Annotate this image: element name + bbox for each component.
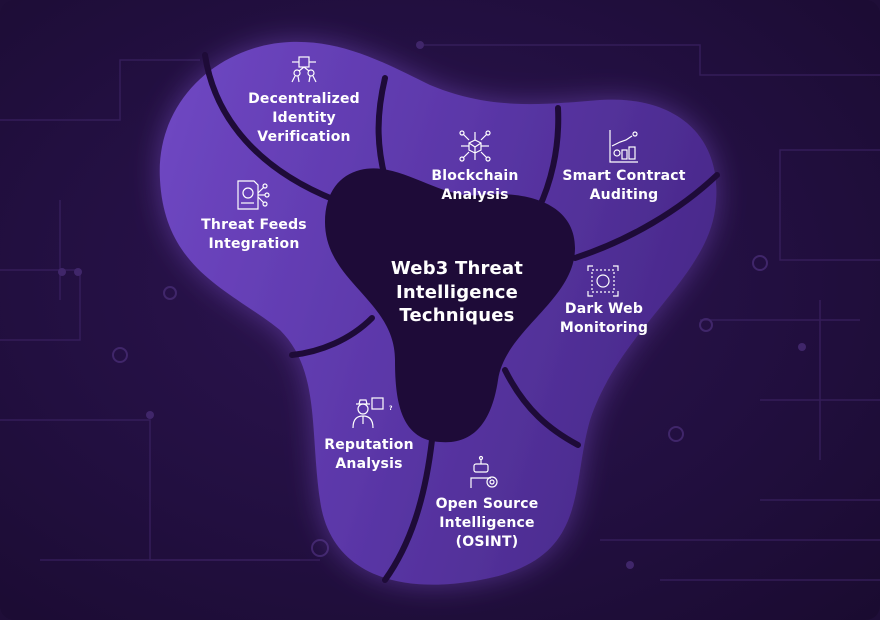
segment-label: Intelligence <box>439 515 535 531</box>
segment-label: Smart Contract <box>562 168 686 184</box>
segment-dark-web: Dark Web Monitoring <box>560 300 648 338</box>
question-mark-glyph: ? <box>389 405 393 412</box>
segment-label: Dark Web <box>564 301 644 317</box>
segment-label: Identity <box>272 110 336 126</box>
segment-label: Monitoring <box>559 320 649 336</box>
detective-question-icon <box>352 397 384 429</box>
segment-label: Blockchain <box>431 168 519 184</box>
segment-label: (OSINT) <box>455 534 519 550</box>
segment-reputation-analysis: Reputation Analysis <box>324 436 413 474</box>
segment-smart-contract-auditing: Smart Contract Auditing <box>562 167 685 205</box>
segment-blockchain-analysis: Blockchain Analysis <box>431 167 518 205</box>
network-chip-icon <box>291 56 317 83</box>
segment-label: Analysis <box>441 187 509 203</box>
document-network-icon <box>237 180 270 210</box>
center-hub-shape <box>325 168 575 443</box>
center-title-line: Techniques <box>399 305 515 326</box>
segment-threat-feeds: Threat Feeds Integration <box>201 216 307 254</box>
segment-decentralized-identity: Decentralized Identity Verification <box>248 90 360 147</box>
segment-label: Open Source <box>435 496 539 512</box>
center-title-line: Intelligence <box>395 281 519 303</box>
chart-coins-icon <box>609 130 638 163</box>
robot-gear-icon <box>470 455 498 488</box>
segment-label: Decentralized <box>248 91 360 107</box>
segment-dividers <box>202 52 720 583</box>
center-title: Web3 Threat Intelligence Techniques <box>391 257 523 328</box>
segment-label: Auditing <box>589 187 659 203</box>
segment-label: Threat Feeds <box>201 217 307 233</box>
blockchain-cube-network-icon <box>459 130 491 162</box>
center-title-line: Web3 Threat <box>390 258 524 279</box>
segment-label: Analysis <box>335 456 403 472</box>
segment-label: Verification <box>257 129 351 145</box>
segment-label: Integration <box>208 236 300 252</box>
segment-label: Reputation <box>324 437 414 453</box>
scan-cube-icon <box>587 265 619 297</box>
segment-osint: Open Source Intelligence (OSINT) <box>436 495 539 552</box>
